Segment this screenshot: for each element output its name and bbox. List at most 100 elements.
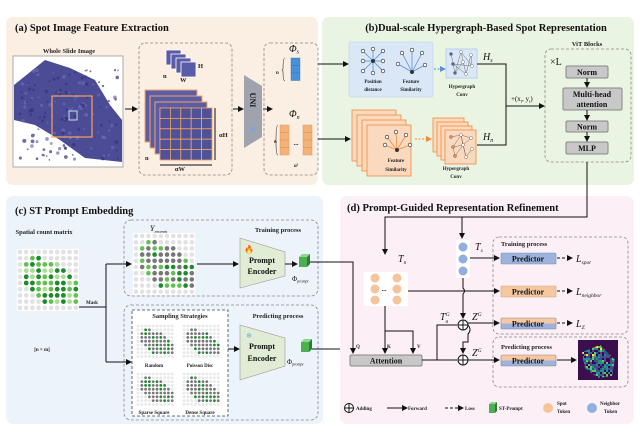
spot xyxy=(163,391,167,395)
spot xyxy=(148,343,151,347)
spot xyxy=(205,328,209,332)
hyperedge xyxy=(454,144,464,157)
neighbor-token xyxy=(458,254,468,264)
spot xyxy=(73,274,79,280)
heatmap-cell xyxy=(594,356,596,358)
spot xyxy=(148,324,151,328)
tissue-texture xyxy=(96,93,101,97)
edge xyxy=(362,50,374,62)
heatmap-cell xyxy=(604,352,606,354)
tissue-texture xyxy=(22,138,27,143)
spot xyxy=(170,239,176,245)
spot xyxy=(73,262,79,267)
panel-b-title: (b)Dual-scale Hypergraph-Based Spot Repr… xyxy=(365,23,607,34)
spot xyxy=(190,332,194,335)
tissue-texture xyxy=(29,113,33,116)
spot xyxy=(167,387,170,391)
spot xyxy=(201,351,205,354)
spot xyxy=(146,246,151,251)
tissue-texture xyxy=(63,118,66,121)
spot xyxy=(201,384,205,387)
attention-block: Attention xyxy=(349,354,423,367)
spot xyxy=(140,336,144,339)
spot xyxy=(152,283,157,288)
patch-grid-cell xyxy=(190,138,202,150)
tissue-texture xyxy=(72,157,77,161)
spot xyxy=(152,252,157,257)
heatmap-cell xyxy=(590,360,592,362)
spot xyxy=(146,277,151,282)
patch-grid-cell xyxy=(201,149,213,161)
spot xyxy=(159,355,163,358)
spot xyxy=(159,395,163,399)
spot xyxy=(54,268,60,273)
phi-prompt-label: Φprompt xyxy=(287,358,304,367)
heatmap-cell xyxy=(590,370,592,372)
heatmap-cell xyxy=(592,362,594,364)
feature-cell xyxy=(279,139,290,148)
spot xyxy=(213,399,216,402)
spot xyxy=(67,280,72,286)
bracket xyxy=(281,57,286,82)
spot xyxy=(190,391,194,395)
spot xyxy=(164,289,170,295)
tissue-texture xyxy=(46,121,49,124)
heatmap-cell xyxy=(604,366,606,368)
heatmap-cell xyxy=(600,374,602,376)
spot xyxy=(167,376,170,380)
predictor-inference: Predictor xyxy=(500,354,557,367)
spot xyxy=(136,403,140,406)
spot xyxy=(216,380,220,383)
predictor-neighbor: Predictor xyxy=(500,285,557,298)
legend-loss-label: Loss xyxy=(465,407,475,412)
heatmap-cell xyxy=(592,356,594,358)
spot xyxy=(182,384,186,387)
spot xyxy=(197,384,201,387)
spot xyxy=(205,351,209,354)
spot xyxy=(17,274,23,280)
node xyxy=(360,58,366,64)
spot xyxy=(213,351,216,354)
spot xyxy=(177,277,182,282)
spot xyxy=(152,264,157,270)
spot xyxy=(148,372,151,376)
heatmap-cell xyxy=(594,362,596,364)
heatmap-cell xyxy=(592,360,594,362)
node xyxy=(459,133,463,137)
spot xyxy=(205,376,209,380)
spot xyxy=(146,239,151,245)
heatmap-cell xyxy=(602,360,604,362)
spot xyxy=(197,339,201,343)
heatmap-cell xyxy=(600,364,602,366)
heatmap-cell xyxy=(602,358,604,360)
spot xyxy=(170,339,174,343)
spot xyxy=(186,384,190,387)
spot xyxy=(159,332,163,335)
spot xyxy=(216,351,220,354)
edge xyxy=(384,144,398,151)
spot-tokens xyxy=(370,273,402,305)
spot xyxy=(197,387,201,391)
spot xyxy=(209,351,213,354)
coordinate-embedding-label: +(xt, yt) xyxy=(511,95,533,104)
tissue-texture xyxy=(37,96,40,99)
attention-label: Attention xyxy=(370,357,403,366)
heatmap-cell xyxy=(604,368,606,370)
spot xyxy=(151,328,155,332)
spot xyxy=(190,324,194,328)
spot xyxy=(163,380,167,383)
spot xyxy=(136,387,140,391)
heatmap-cell xyxy=(594,360,596,362)
tissue-texture xyxy=(53,125,56,128)
tissue-texture xyxy=(49,142,53,145)
spot xyxy=(159,391,163,395)
vit-mlp: MLP xyxy=(565,141,609,155)
spot xyxy=(144,399,148,402)
spot xyxy=(136,384,140,387)
spot xyxy=(197,395,201,399)
spot xyxy=(136,391,140,395)
heatmap-cell xyxy=(588,352,590,354)
spot xyxy=(167,372,170,376)
spot xyxy=(140,355,144,358)
training-process-label: Training process xyxy=(255,227,302,234)
